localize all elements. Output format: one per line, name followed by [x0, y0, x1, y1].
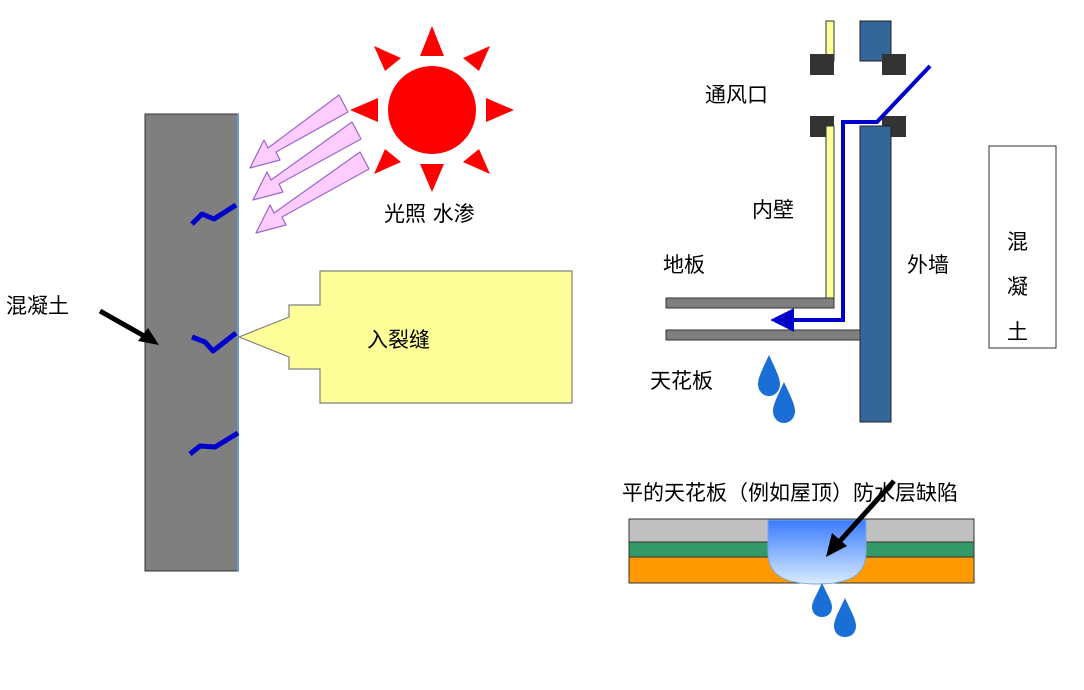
crack-middle	[191, 331, 238, 354]
concrete-box-char-3: 土	[1007, 320, 1028, 344]
crack-label: 入裂缝	[367, 328, 430, 352]
inner-wall-label: 内壁	[752, 198, 794, 222]
outer-wall	[859, 125, 892, 423]
outer-wall-label: 外墙	[907, 253, 949, 277]
water-path-arrow	[770, 64, 932, 332]
roof-caption: 平的天花板（例如屋顶）防水层缺陷	[622, 481, 958, 505]
left-diagram: 混凝土 光照 水渗 入裂缝	[6, 26, 573, 572]
light-ray-3	[255, 151, 370, 234]
concrete-box-char-2: 凝	[1007, 275, 1028, 299]
inner-wall	[825, 125, 835, 303]
defect-pointer-line	[838, 479, 896, 543]
water-drop-1	[758, 355, 780, 396]
concrete-box-char-1: 混	[1007, 230, 1028, 254]
roof-drop-2	[834, 598, 856, 637]
sun-icon	[350, 26, 514, 192]
crack-callout	[237, 270, 573, 404]
light-ray-arrows	[249, 94, 370, 234]
light-ray-2	[252, 121, 362, 201]
floor-label: 地板	[663, 253, 705, 277]
right-diagram: 通风口 内壁 外墙 地板 天花板 混 凝 土	[650, 20, 1057, 423]
defect-pointer-head	[826, 533, 847, 557]
concrete-pointer-line	[98, 308, 148, 340]
vent-label: 通风口	[705, 83, 768, 107]
water-drop-2	[773, 382, 795, 423]
sun-label: 光照 水渗	[384, 202, 475, 226]
floor-slab	[665, 297, 835, 309]
concrete-label: 混凝土	[6, 294, 69, 318]
ceiling-label: 天花板	[650, 369, 713, 393]
roof-drop-1	[812, 583, 832, 617]
vent-flange-tl	[810, 54, 834, 75]
concrete-pointer-head	[138, 328, 159, 345]
crack-bottom	[188, 430, 240, 456]
roof-diagram: 平的天花板（例如屋顶）防水层缺陷	[622, 479, 975, 637]
vent-flange-tr	[882, 54, 906, 75]
light-ray-1	[249, 94, 349, 169]
ceiling-slab	[665, 329, 861, 341]
crack-top	[190, 202, 238, 226]
concrete-legend-box	[988, 145, 1057, 349]
